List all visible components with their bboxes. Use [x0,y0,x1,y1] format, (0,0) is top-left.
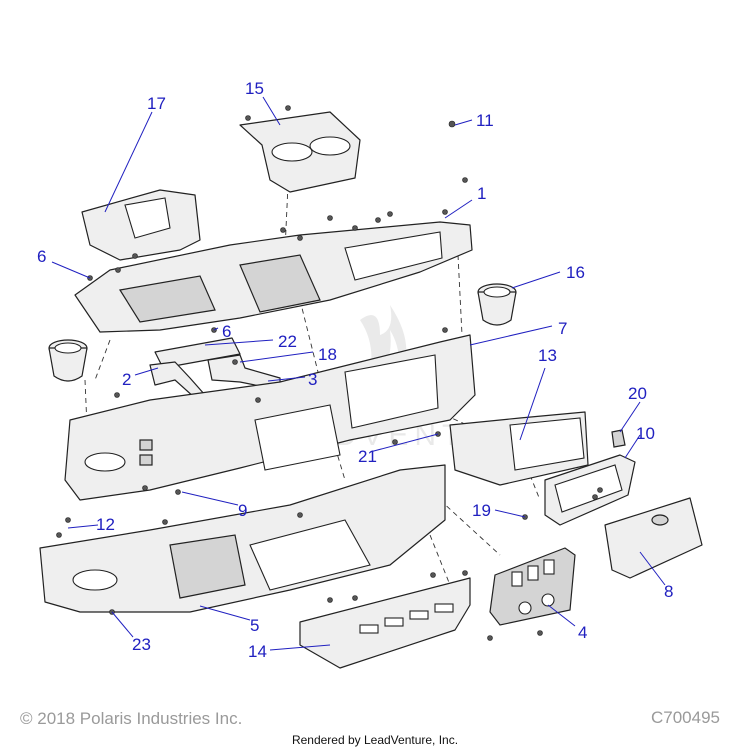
diagram-code: C700495 [650,708,720,727]
main-dash-frame-part[interactable] [64,334,476,501]
callout-1: 1 [477,184,486,203]
cup-holder-right-part[interactable] [477,283,517,326]
switch-bezel-part[interactable] [489,547,576,626]
cupholder-console-part[interactable] [239,111,361,193]
callout-5: 5 [250,616,259,635]
bracket-left-part[interactable] [149,361,206,399]
clip-part[interactable] [611,429,626,448]
callout-22: 22 [278,332,297,351]
callout-18: 18 [318,345,337,364]
callout-8: 8 [664,582,673,601]
copyright-text: © 2018 Polaris Industries Inc. [20,709,243,728]
callout-9: 9 [238,501,247,520]
callout-14: 14 [248,642,267,661]
callout-21: 21 [358,447,377,466]
callout-6-mid: 6 [222,322,231,341]
lower-dash-panel-part[interactable] [39,464,446,613]
callout-23: 23 [132,635,151,654]
callout-11: 11 [476,111,494,130]
fasteners [56,105,603,641]
callout-2: 2 [122,370,131,389]
callout-20: 20 [628,384,647,403]
cover-plate-part[interactable] [154,337,241,369]
callout-6-top: 6 [37,247,46,266]
callout-leaders [51,96,666,651]
glovebox-door-part[interactable] [604,497,703,579]
callout-15: 15 [245,79,264,98]
display-housing-part[interactable] [449,411,589,486]
callout-3: 3 [308,370,317,389]
callout-17: 17 [147,94,166,113]
callout-7: 7 [558,319,567,338]
cup-holder-left-part[interactable] [48,339,88,382]
callout-19: 19 [472,501,491,520]
callout-10: 10 [636,424,655,443]
callout-16: 16 [566,263,585,282]
gasket-frame-part[interactable] [544,454,636,526]
rendered-by-text: Rendered by LeadVenture, Inc. [291,733,459,747]
callout-12: 12 [96,515,115,534]
gauge-pod-part[interactable] [81,189,201,261]
callout-4: 4 [578,623,587,642]
lower-tray-part[interactable] [299,577,471,669]
callout-13: 13 [538,346,557,365]
callout-labels: 1 2 3 4 5 6 6 7 8 9 10 11 12 13 14 15 16… [37,79,673,661]
upper-dash-panel-part[interactable] [74,221,473,333]
